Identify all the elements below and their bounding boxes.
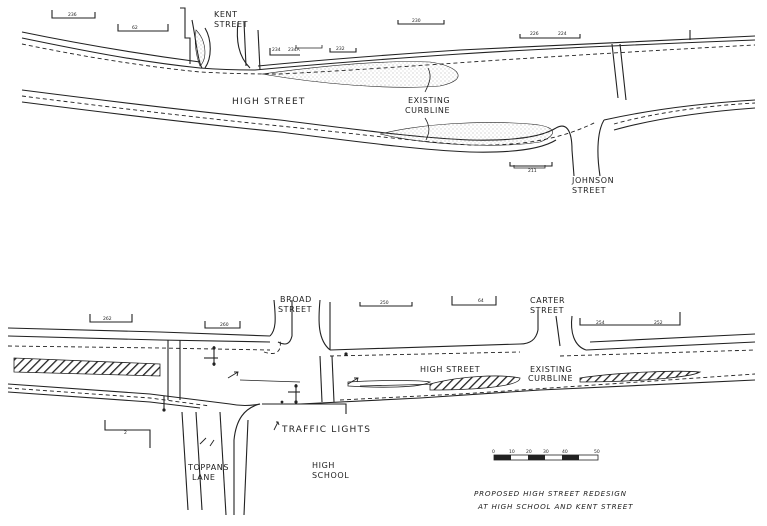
broad-street-label: STREET — [278, 305, 312, 314]
lot-number: 230 — [412, 18, 421, 24]
broad-street-label: BROAD — [280, 295, 312, 304]
johnson-street-curb-west — [555, 125, 575, 177]
lane-island — [347, 380, 432, 388]
johnson-street-label: STREET — [572, 186, 606, 195]
building-outline — [180, 7, 191, 64]
curbline-leader — [424, 117, 430, 141]
johnson-street-curb-east — [597, 119, 605, 177]
existing-curbline-label: CURBLINE — [528, 374, 573, 383]
building-outline — [509, 162, 553, 167]
scale-tick: 40 — [562, 449, 568, 455]
existing-curbline-label: EXISTING — [530, 365, 572, 374]
building-outline — [117, 24, 169, 32]
carter-street-label: STREET — [530, 306, 564, 315]
upper-stipple-north — [261, 61, 459, 88]
lot-number: 260 — [220, 322, 229, 328]
lot-number: 252 — [654, 320, 663, 326]
lane-arrow — [347, 377, 359, 385]
drawing-caption: PROPOSED HIGH STREET REDESIGN — [474, 489, 627, 498]
signal-head — [294, 384, 298, 388]
lane-arrow — [209, 439, 215, 447]
johnson-street-label: JOHNSON — [571, 176, 614, 185]
lot-number: 250 — [380, 300, 389, 306]
building-outline — [89, 314, 133, 323]
hatched-median — [13, 357, 161, 377]
lot-number: 2 — [124, 430, 127, 436]
north-sidewalk — [21, 31, 201, 63]
lot-number: 232 — [336, 46, 345, 52]
hatched-median — [429, 375, 521, 391]
signal-head — [280, 400, 284, 404]
upper-stipple-south — [379, 122, 553, 146]
kent-street-curb-east — [236, 21, 251, 69]
broad-street-curb-west — [269, 299, 276, 337]
kent-bulbout — [204, 27, 211, 69]
lot-number: 236 — [68, 12, 77, 18]
hatched-median-right — [579, 370, 702, 383]
high-street-label: HIGH STREET — [232, 97, 306, 107]
scale-tick: 10 — [509, 449, 515, 455]
lot-number: 64 — [478, 298, 484, 304]
lot-number: 254 — [596, 320, 605, 326]
scale-tick: 0 — [492, 449, 495, 455]
building-outline — [269, 48, 300, 56]
lot-number: 262 — [103, 316, 112, 322]
north-curb-existing — [7, 345, 271, 351]
building-outline — [579, 312, 681, 326]
high-street-label: HIGH STREET — [420, 365, 480, 374]
building-outline — [397, 20, 445, 25]
lot-number: 234 — [272, 47, 281, 53]
upper-plan — [21, 7, 756, 177]
kent-street-label: STREET — [214, 20, 248, 29]
north-curb — [7, 335, 271, 343]
building-outline — [329, 48, 357, 53]
broad-street-curb-east — [318, 299, 331, 351]
signal-head — [212, 362, 216, 366]
lot-number: 234A — [288, 47, 301, 53]
north-curb — [21, 37, 756, 71]
curbline-leader — [424, 67, 431, 93]
traffic-lights-label: TRAFFIC LIGHTS — [281, 425, 371, 435]
toppans-lane-label: LANE — [192, 473, 216, 482]
high-school-label: HIGH — [312, 461, 335, 470]
building-outline — [359, 302, 413, 307]
lane-arrow — [227, 371, 239, 379]
lower-plan — [7, 296, 756, 516]
drawing-caption: AT HIGH SCHOOL AND KENT STREET — [477, 502, 633, 511]
traffic-lights-leader — [273, 421, 280, 431]
lot-number: 211 — [528, 168, 537, 174]
signal-head — [294, 400, 298, 404]
lot-number: 226 — [530, 31, 539, 37]
building-outline — [104, 420, 151, 448]
carter-street-curb-east — [570, 315, 587, 351]
scale-tick: 20 — [526, 449, 532, 455]
building-outline — [51, 10, 96, 19]
signal-head — [344, 352, 348, 356]
toppans-lane-curb — [181, 411, 189, 511]
existing-curbline-label: EXISTING — [408, 96, 450, 105]
scale-bar: 0 10 20 30 40 50 — [492, 449, 600, 461]
carter-street-curb-west — [555, 315, 561, 347]
high-school-label: SCHOOL — [312, 471, 349, 480]
existing-curbline-label: CURBLINE — [405, 106, 450, 115]
signal-head — [212, 346, 216, 350]
building-outline — [519, 34, 581, 39]
scale-tick: 50 — [594, 449, 600, 455]
carter-street-label: CARTER — [530, 296, 565, 305]
lot-number: 62 — [132, 25, 138, 31]
building-outline — [204, 321, 241, 329]
toppans-lane-label: TOPPANS — [187, 463, 229, 472]
lane-arrow — [199, 437, 207, 445]
lot-number: 224 — [558, 31, 567, 37]
signal-head — [162, 408, 166, 412]
upper-kent-stipple — [194, 29, 206, 67]
scale-tick: 30 — [543, 449, 549, 455]
building-outline — [451, 296, 497, 306]
kent-street-label: KENT — [214, 10, 238, 19]
toppans-lane-curb-east — [233, 403, 261, 515]
